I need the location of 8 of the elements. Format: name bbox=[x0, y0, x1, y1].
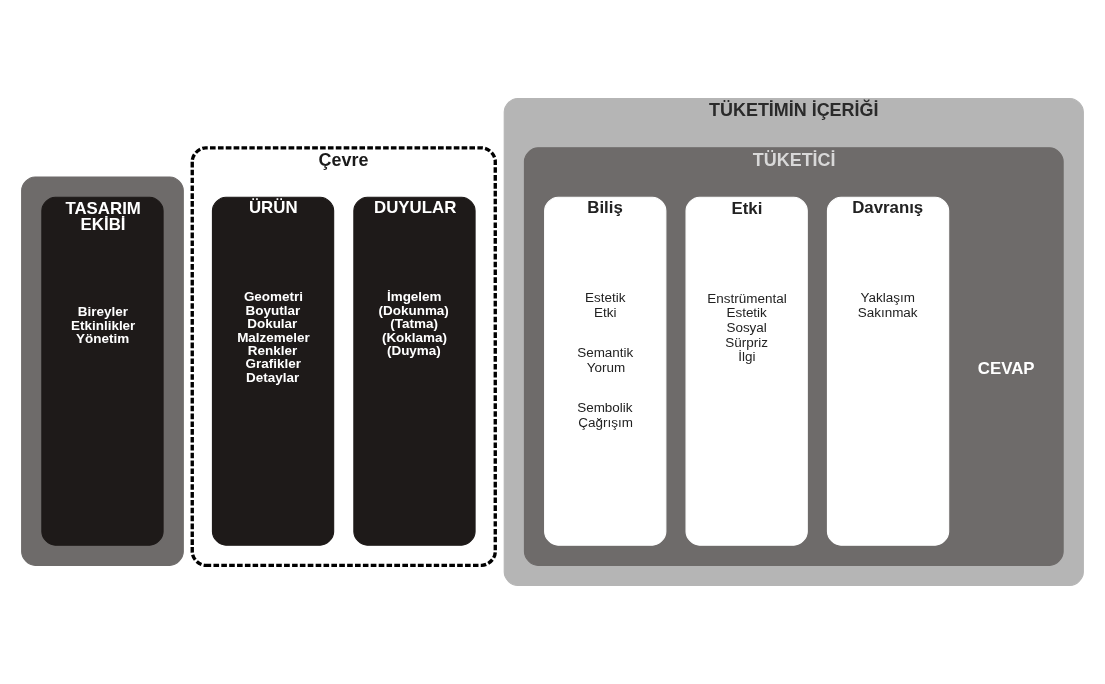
node-box: Etki Enstrümental Estetik Sosyal Sürpriz İlgi bbox=[685, 196, 808, 546]
node-box: DUYULAR İmgelem (Dokunma) (Tatma) (Koklama) (Duyma) bbox=[353, 196, 476, 546]
node-box: TASARIM EKİBİ Bireyler Etkinlikler Yönetim bbox=[41, 196, 164, 546]
node-box: Davranış Yaklaşım Sakınmak bbox=[826, 196, 950, 546]
label: CEVAP bbox=[977, 358, 1035, 378]
node-box: Biliş Estetik Etki Semantik Yorum Sembolik Çağrışım bbox=[544, 196, 667, 546]
cluster bbox=[21, 176, 184, 566]
node-box: ÜRÜN Geometri Boyutlar Dokular Malzemeler Renkler Grafikler Detaylar bbox=[211, 196, 335, 546]
